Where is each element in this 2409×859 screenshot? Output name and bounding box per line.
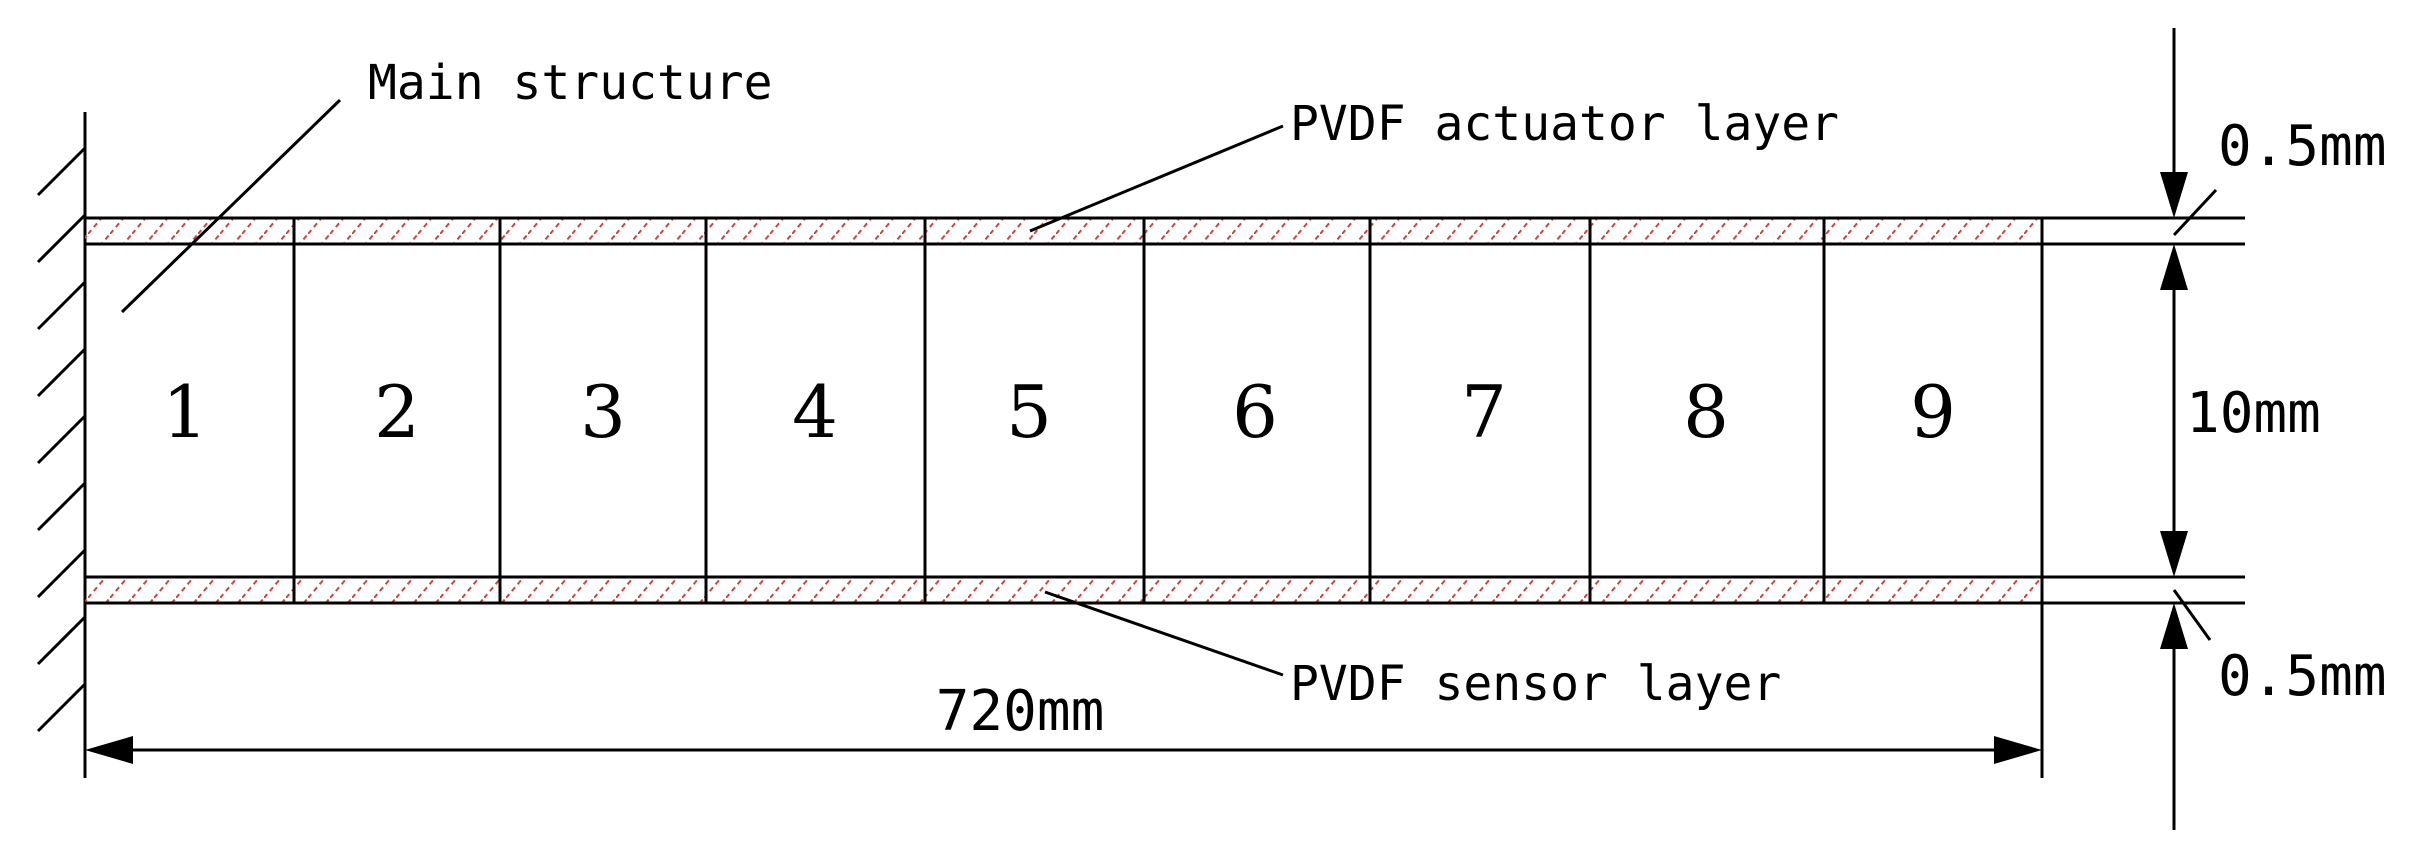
segment-numbers: 1 2 3 4 5 6 7 8 9: [162, 370, 1956, 454]
length-dimension-label: 720mm: [936, 679, 1105, 744]
segment-label-4: 4: [792, 370, 838, 454]
top-layer-arrow-icon: [2160, 172, 2188, 218]
sensor-layer-label: PVDF sensor layer: [1290, 656, 1781, 712]
segment-label-9: 9: [1910, 370, 1956, 454]
core-thickness-label: 10mm: [2186, 381, 2321, 446]
actuator-layer: [85, 218, 2042, 244]
bottom-layer-arrow-icon: [2160, 603, 2188, 649]
right-arrow-icon: [1994, 736, 2042, 764]
bottom-layer-thickness-label: 0.5mm: [2218, 644, 2387, 709]
segment-label-5: 5: [1006, 370, 1052, 454]
core-top-arrow-icon: [2160, 244, 2188, 290]
top-layer-thickness-label: 0.5mm: [2218, 114, 2387, 179]
fixed-wall-support: [36, 112, 87, 733]
actuator-layer-label: PVDF actuator layer: [1290, 96, 1839, 152]
main-structure-label: Main structure: [368, 55, 773, 111]
segment-dividers: [292, 218, 1826, 603]
leader-lines: [120, 98, 1284, 677]
segment-label-3: 3: [580, 370, 626, 454]
segment-label-2: 2: [374, 370, 420, 454]
core-bottom-arrow-icon: [2160, 531, 2188, 577]
segment-label-8: 8: [1683, 370, 1729, 454]
segment-label-1: 1: [162, 370, 208, 454]
segment-label-7: 7: [1461, 370, 1507, 454]
length-dimension: [83, 603, 2044, 778]
thickness-dimensions: [2042, 28, 2245, 830]
segment-label-6: 6: [1232, 370, 1278, 454]
left-arrow-icon: [85, 736, 133, 764]
